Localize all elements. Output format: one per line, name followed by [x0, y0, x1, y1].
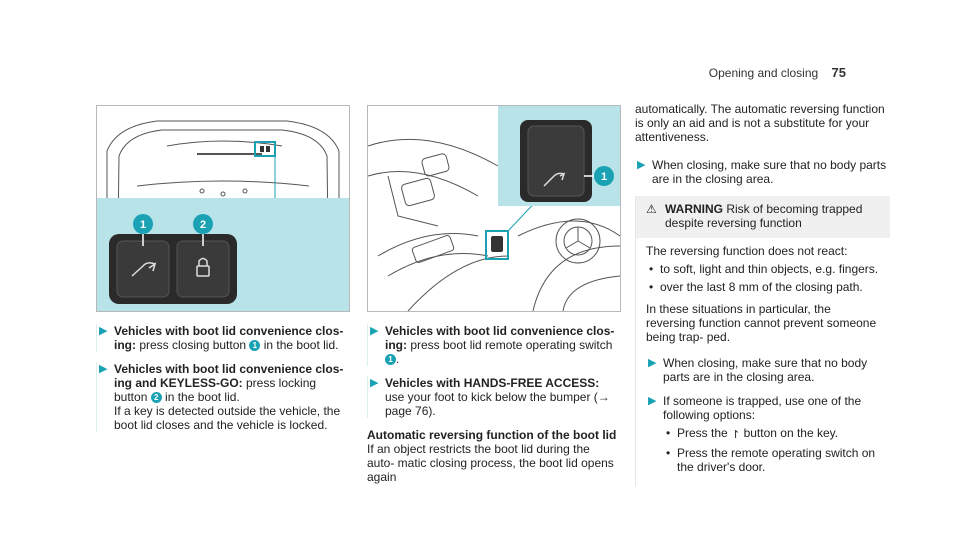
instruction-text: press boot lid remote operating switch	[407, 338, 613, 352]
instruction-heading: Vehicles with boot lid convenience clos-…	[385, 324, 615, 352]
instruction-text: If someone is trapped, use one of the fo…	[663, 394, 862, 422]
driver-door-illustration: 1	[367, 105, 621, 312]
list-text: button on the key.	[740, 426, 839, 440]
arrow-icon: ▶	[370, 377, 379, 389]
instruction-text: press closing button	[136, 338, 250, 352]
boot-lid-drawing: 1 2	[97, 120, 349, 311]
warning-text: In these situations in particular, the r…	[646, 302, 877, 344]
list-item: Press the ↾ button on the key.	[663, 426, 880, 442]
instruction-item: ▶ Vehicles with HANDS-FREE ACCESS: use y…	[367, 376, 619, 418]
warning-list: to soft, light and thin objects, e.g. fi…	[646, 262, 880, 294]
warning-icon: ⚠	[646, 202, 657, 216]
instruction-item: ▶ When closing, make sure that no body p…	[646, 356, 880, 384]
callout-1-marker	[594, 166, 614, 186]
instruction-item: ▶ When closing, make sure that no body p…	[635, 158, 890, 186]
instruction-text: in the boot lid.	[161, 390, 240, 404]
instruction-item: ▶ Vehicles with boot lid convenience clo…	[96, 362, 348, 432]
callout-1-label: 1	[601, 171, 607, 183]
list-item: over the last 8 mm of the closing path.	[646, 280, 880, 294]
driver-door-drawing: 1	[368, 106, 620, 311]
section-heading: Automatic reversing function of the boot…	[367, 428, 617, 442]
callout-ref: 1	[249, 340, 261, 351]
callout-2-label: 2	[200, 219, 206, 231]
instruction-heading: Vehicles with boot lid convenience clos-…	[114, 362, 344, 390]
instruction-heading: Vehicles with boot lid convenience clos-…	[114, 324, 344, 352]
boot-lid-illustration: 1 2	[96, 105, 350, 312]
warning-title: Risk of becoming trapped despite reversi…	[665, 202, 863, 230]
warning-text: The reversing function does not react:	[646, 244, 848, 258]
section-title: Opening and closing	[708, 66, 819, 80]
instruction-text: use your foot to kick below the bumper (…	[385, 390, 610, 418]
instruction-text: .	[396, 352, 400, 366]
callout-1-marker	[133, 214, 153, 234]
callout-ref: 2	[150, 392, 162, 403]
list-item: to soft, light and thin objects, e.g. fi…	[646, 262, 880, 276]
section-text: If an object restricts the boot lid duri…	[367, 442, 614, 484]
warning-body: The reversing function does not react: t…	[635, 238, 890, 486]
paragraph: automatically. The automatic reversing f…	[635, 102, 885, 144]
instruction-text: in the boot lid.	[260, 338, 339, 352]
arrow-icon: ▶	[648, 395, 657, 407]
instruction-note: If a key is detected outside the vehicle…	[114, 404, 341, 432]
list-item: Press the remote operating switch on the…	[663, 446, 880, 474]
instruction-item: ▶ Vehicles with boot lid convenience clo…	[367, 324, 619, 366]
page-number: 75	[831, 65, 846, 80]
arrow-icon: ▶	[648, 357, 657, 369]
boot-lid-key-icon: ↾	[731, 429, 741, 441]
instruction-item: ▶ If someone is trapped, use one of the …	[646, 394, 880, 474]
instruction-text: press locking button	[114, 376, 317, 404]
list-text: Press the	[677, 426, 732, 440]
callout-ref: 1	[385, 354, 396, 365]
arrow-icon: ▶	[99, 325, 108, 337]
instruction-text: When closing, make sure that no body par…	[663, 356, 868, 384]
column-3: automatically. The automatic reversing f…	[635, 102, 890, 486]
column-1: ▶ Vehicles with boot lid convenience clo…	[96, 324, 348, 442]
arrow-icon: ▶	[99, 363, 108, 375]
page-header: Opening and closing 75	[709, 65, 846, 80]
warning-header: ⚠ WARNING Risk of becoming trapped despi…	[635, 196, 890, 238]
warning-label: WARNING	[665, 202, 723, 216]
callout-1-label: 1	[140, 219, 146, 231]
callout-2-marker	[193, 214, 213, 234]
arrow-icon: ▶	[370, 325, 379, 337]
instruction-item: ▶ Vehicles with boot lid convenience clo…	[96, 324, 348, 352]
instruction-heading: Vehicles with HANDS-FREE ACCESS:	[385, 376, 600, 390]
arrow-icon: ▶	[637, 159, 646, 171]
option-list: Press the ↾ button on the key. Press the…	[663, 426, 880, 474]
column-2: ▶ Vehicles with boot lid convenience clo…	[367, 324, 619, 484]
instruction-text: When closing, make sure that no body par…	[652, 158, 887, 186]
